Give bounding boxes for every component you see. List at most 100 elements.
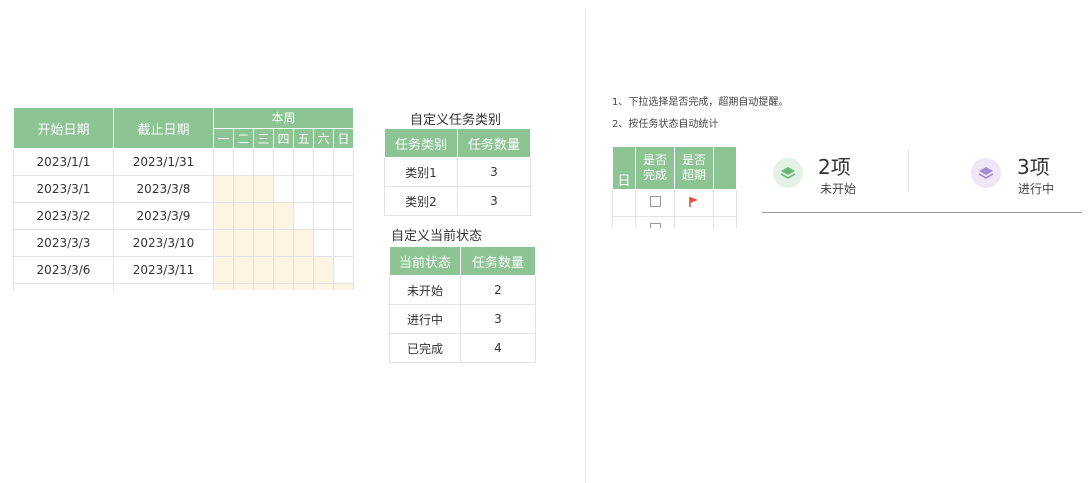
stat-num-in-progress: 3项 [1017,155,1050,179]
gantt-day-cell [233,148,254,176]
table-row [13,283,354,290]
category-count-cell: 3 [457,186,531,216]
category-header-type: 任务类别 [384,128,458,158]
mini-header-day: 日 [612,146,636,190]
weekday-header: 三 [253,127,274,149]
done-checkbox[interactable] [635,189,675,217]
gantt-day-cell [293,229,314,257]
category-label-cell: 类别1 [384,157,458,187]
mini-header-done: 是否 完成 [635,146,675,190]
mini-table-wrap: 日 是否 完成 是否 超期 [612,146,742,228]
status-header-state: 当前状态 [389,246,461,276]
stat-divider [908,150,909,192]
gantt-day-cell [313,175,334,203]
status-label-cell: 已完成 [389,333,461,363]
overdue-flag-cell [674,189,714,217]
category-header-count: 任务数量 [457,128,531,158]
end-date-cell: 2023/3/11 [113,256,214,284]
start-date-cell: 2023/3/3 [13,229,114,257]
status-count-cell: 3 [460,304,536,334]
gantt-day-cell [233,175,254,203]
gantt-day-cell [273,175,294,203]
stat-icon-bg [773,158,803,188]
stat-label-in-progress: 进行中 [1018,182,1055,196]
gantt-day-cell [253,202,274,230]
gantt-day-cell [273,148,294,176]
gantt-day-cell [273,229,294,257]
header-start-date: 开始日期 [13,107,114,149]
header-this-week: 本周 [213,107,354,129]
gantt-day-cell [293,202,314,230]
gantt-day-cell [273,202,294,230]
gantt-day-cell [213,229,234,257]
gantt-day-cell [313,229,334,257]
gantt-day-cell [313,256,334,284]
start-date-cell: 2023/1/1 [13,148,114,176]
gantt-day-cell [253,256,274,284]
gantt-day-cell [333,256,354,284]
status-label-cell: 进行中 [389,304,461,334]
start-date-cell: 2023/3/1 [13,175,114,203]
gantt-day-cell [333,229,354,257]
gantt-day-cell [273,256,294,284]
gantt-day-cell [333,148,354,176]
gantt-day-cell [333,202,354,230]
gantt-day-cell [213,175,234,203]
weekday-header: 四 [273,127,294,149]
note-1: 1、下拉选择是否完成，超期自动提醒。 [612,97,789,108]
stat-card-not-started [773,158,803,188]
gantt-day-cell [313,148,334,176]
weekday-row: 一二三四五六日 [14,127,354,149]
end-date-cell: 2023/3/10 [113,229,214,257]
mini-header-blank [713,146,737,190]
gantt-day-cell [253,148,274,176]
weekday-header: 二 [233,127,254,149]
status-label-cell: 未开始 [389,275,461,305]
end-date-cell: 2023/1/31 [113,148,214,176]
gantt-day-cell [233,229,254,257]
gantt-day-cell [213,148,234,176]
weekday-header: 五 [293,127,314,149]
end-date-cell: 2023/3/9 [113,202,214,230]
gantt-day-cell [253,175,274,203]
gantt-day-cell [333,175,354,203]
checkbox-icon[interactable] [649,196,661,207]
gantt-day-cell [213,202,234,230]
status-title: 自定义当前状态 [391,229,483,244]
end-date-cell: 2023/3/8 [113,175,214,203]
stat-card-in-progress [971,158,1001,188]
category-title: 自定义任务类别 [410,113,502,128]
gantt-day-cell [253,229,274,257]
layers-icon [978,167,994,179]
stat-num-not-started: 2项 [818,155,851,179]
status-header-count: 任务数量 [460,246,536,276]
header-end-date: 截止日期 [113,107,214,149]
gantt-day-cell [233,256,254,284]
gantt-day-cell [293,175,314,203]
stat-label-not-started: 未开始 [820,182,857,196]
stat-icon-bg [971,158,1001,188]
status-count-cell: 2 [460,275,536,305]
gantt-day-cell [293,148,314,176]
page-divider [585,10,586,483]
weekday-header: 一 [213,127,234,149]
red-flag-icon [689,196,698,207]
checkbox-icon[interactable] [649,223,661,228]
start-date-cell: 2023/3/6 [13,256,114,284]
start-date-cell: 2023/3/2 [13,202,114,230]
stats-panel: 2项 未开始 3项 进行中 [762,148,1082,213]
